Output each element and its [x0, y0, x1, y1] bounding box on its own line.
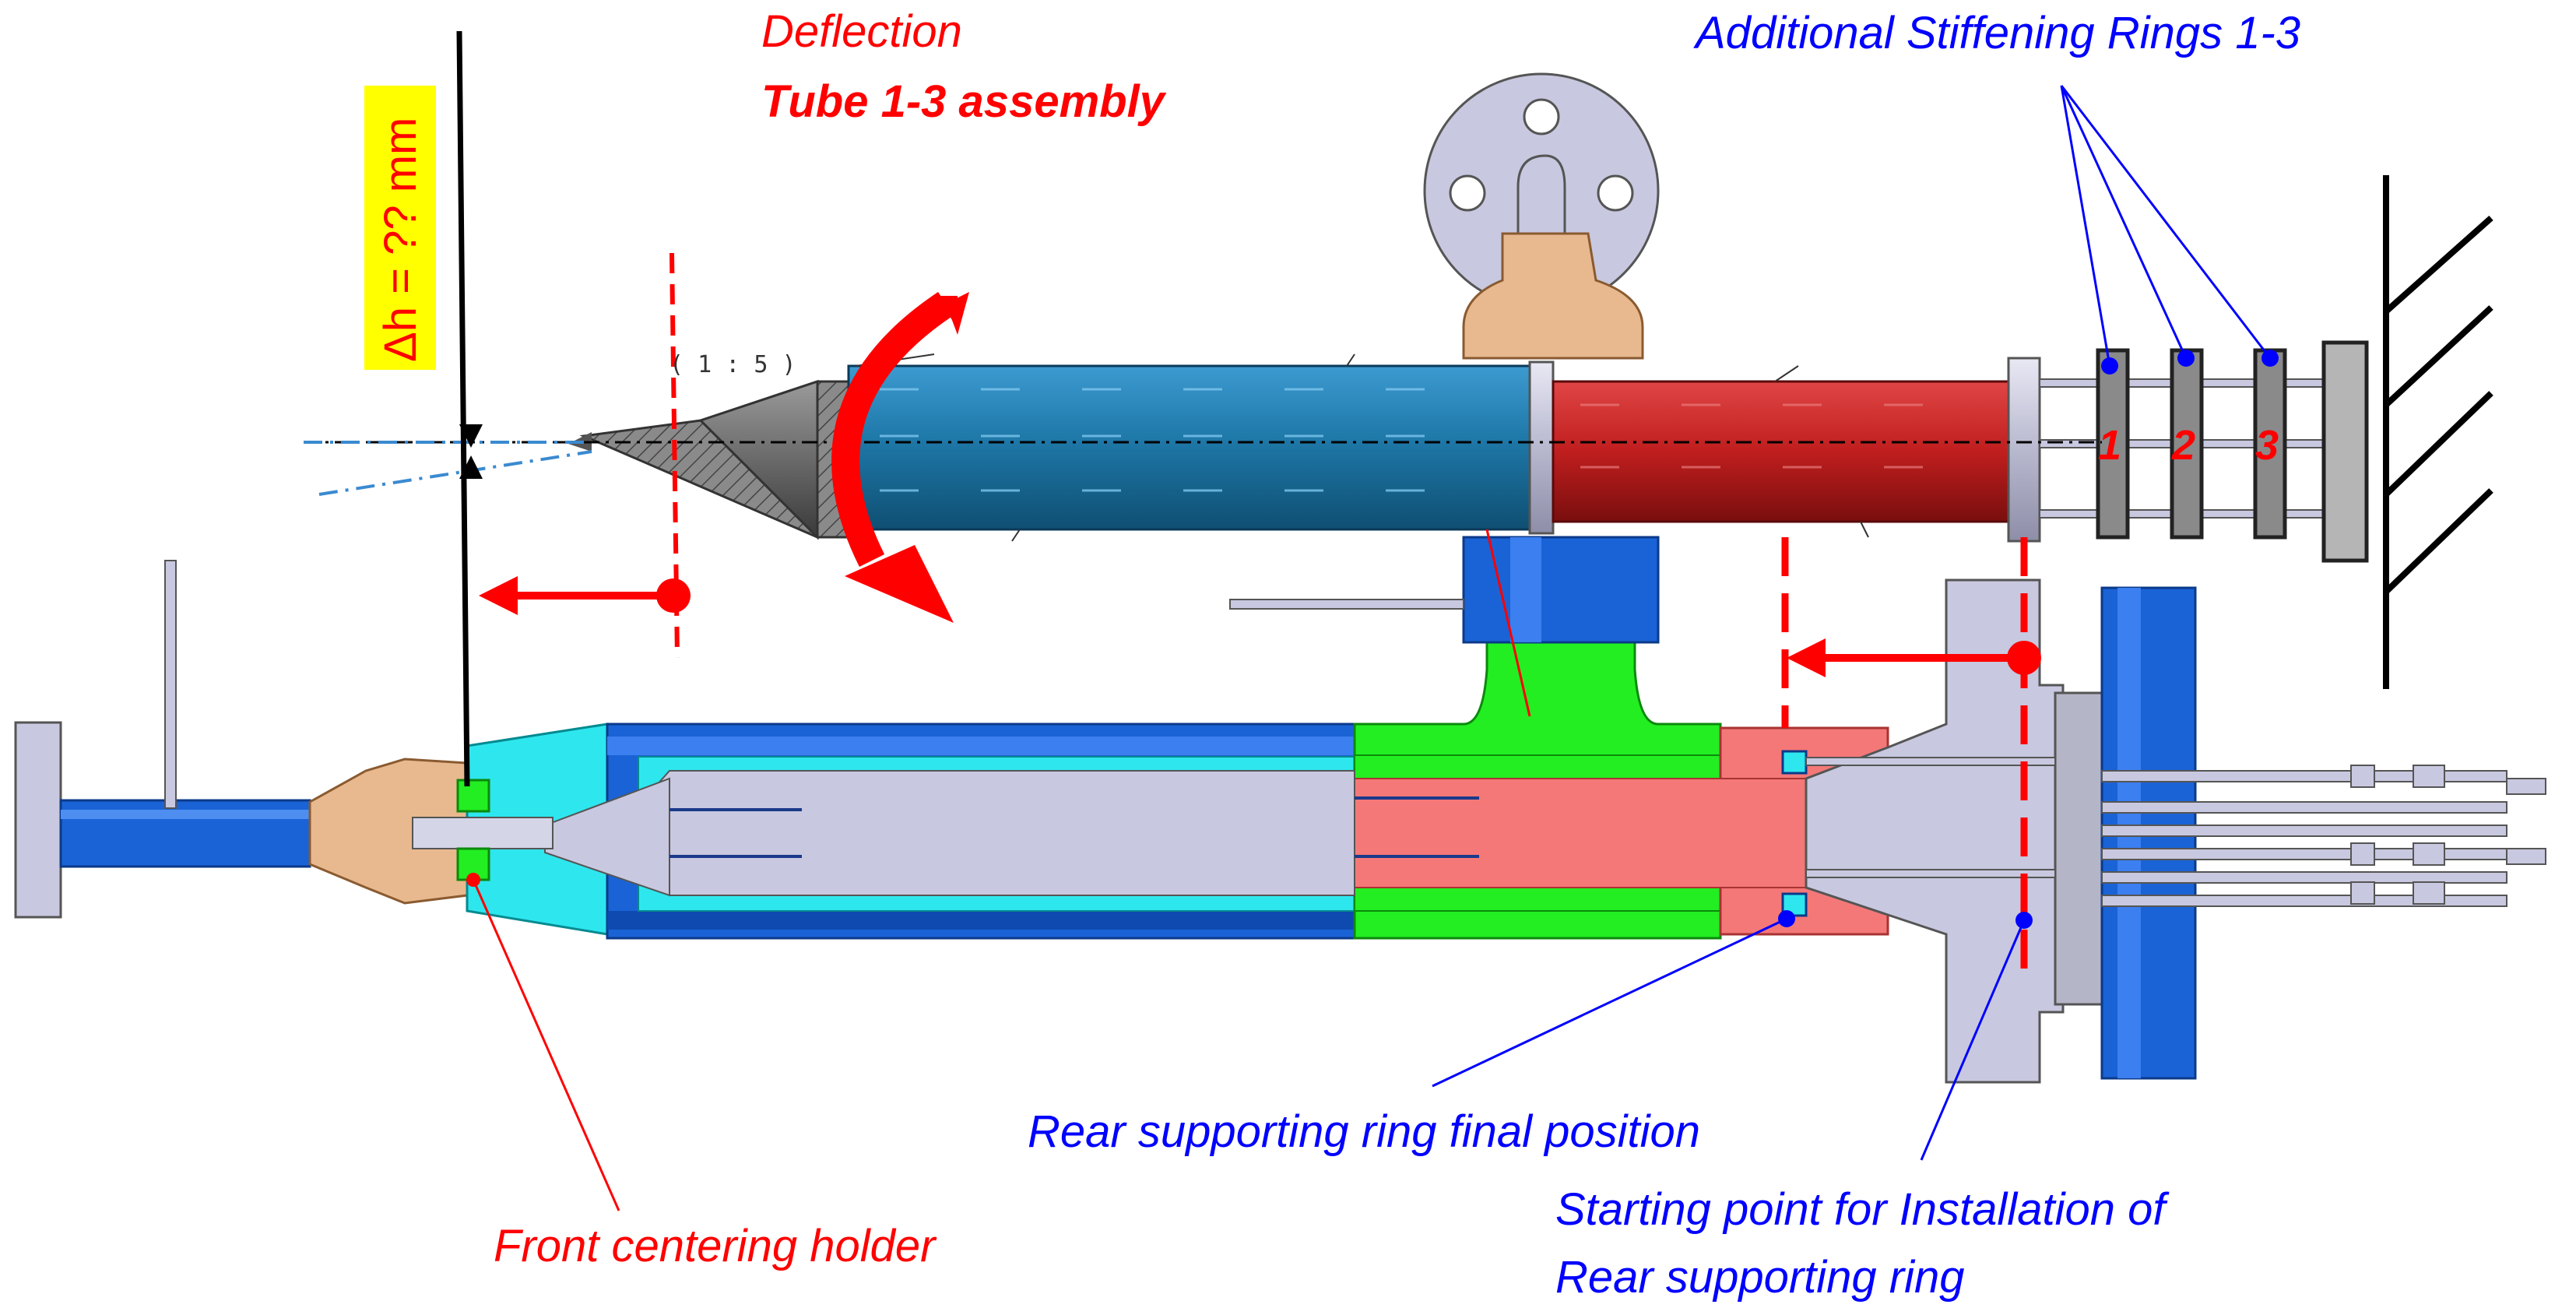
annotation-graphics — [304, 30, 2279, 1211]
rear-ring-final-label: Rear supporting ring final position — [1028, 1106, 1700, 1157]
delta-h-highlight — [364, 86, 436, 370]
stiffening-rings-label: Additional Stiffening Rings 1-3 — [1693, 8, 2300, 58]
delta-h-label: Δh = ?? mm — [375, 118, 426, 362]
deflection-label: Deflection — [761, 6, 962, 57]
rear-rods — [1805, 757, 2546, 907]
stiffening-rings — [2096, 348, 2287, 540]
tube-assembly — [304, 72, 2493, 689]
tube-slot-pattern — [880, 388, 1425, 492]
housing-section — [14, 536, 2546, 1084]
ring-number-2: 2 — [2171, 422, 2195, 469]
scale-label: ( 1 : 5 ) — [669, 351, 796, 378]
front-centering-label: Front centering holder — [494, 1221, 937, 1271]
tube-assembly-label: Tube 1-3 assembly — [761, 76, 1167, 127]
ring-number-1: 1 — [2098, 422, 2121, 469]
ring-number-3: 3 — [2255, 422, 2279, 469]
starting-point-label-line2: Rear supporting ring — [1555, 1252, 1965, 1303]
starting-point-label-line1: Starting point for Installation of — [1555, 1184, 2170, 1235]
